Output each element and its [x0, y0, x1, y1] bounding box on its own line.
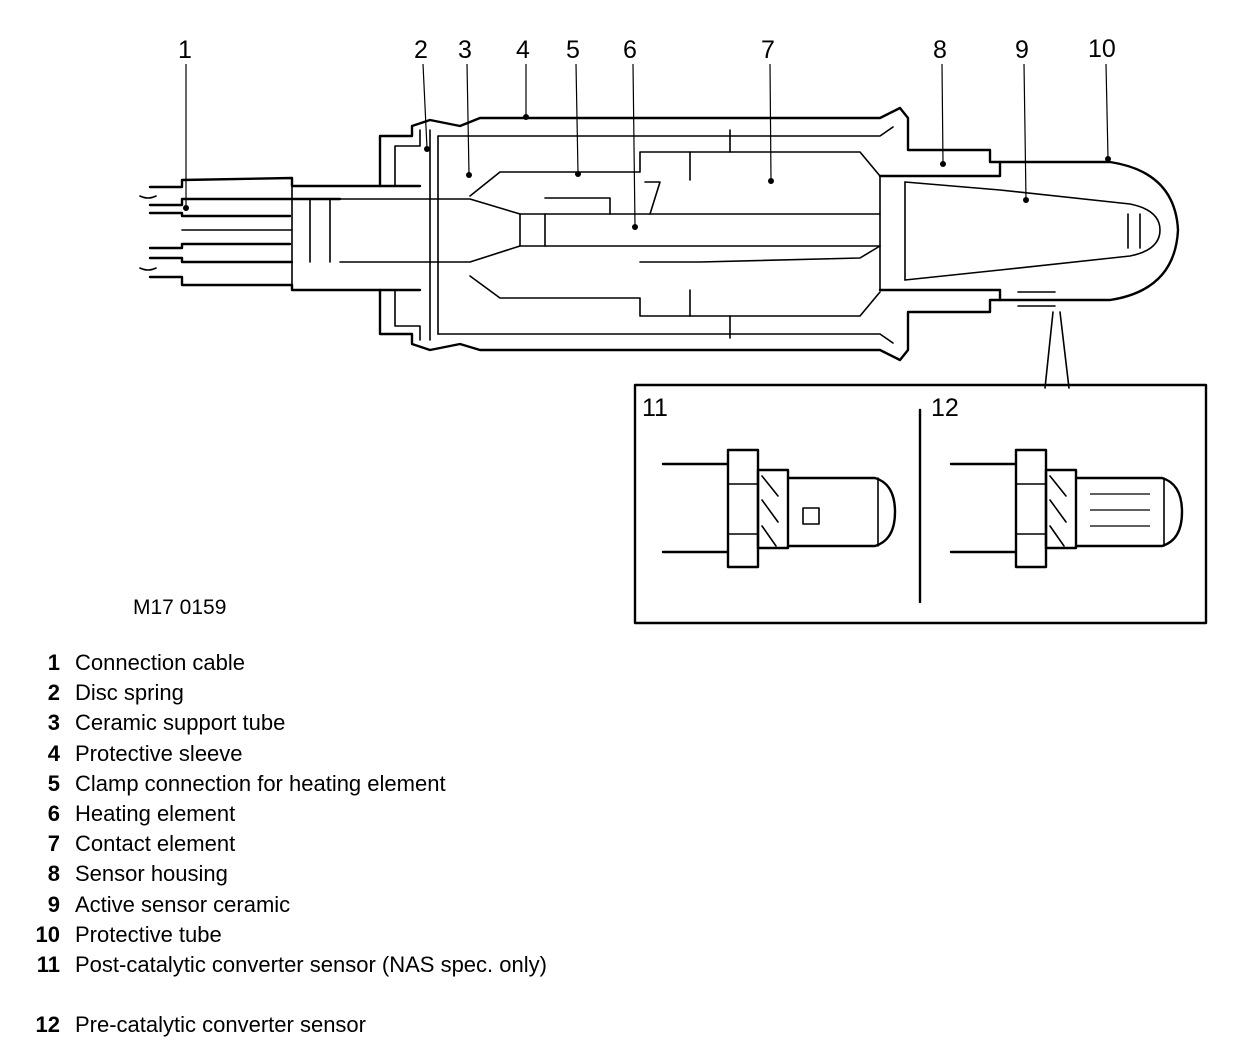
- callout-1: 1: [178, 36, 192, 64]
- post-cat-sensor-drawing: [661, 448, 897, 569]
- callout-10: 10: [1088, 35, 1116, 63]
- callout-labels: 1 2 3 4 5 6 7 8 9 10: [178, 35, 1116, 64]
- sensor-body: [139, 106, 1180, 389]
- sensor-variants-detail: 11 12: [633, 383, 1208, 625]
- callout-11: 11: [642, 394, 668, 422]
- figure-reference: M17 0159: [133, 596, 226, 619]
- callout-4: 4: [516, 36, 530, 64]
- callout-5: 5: [566, 36, 580, 64]
- callout-12: 12: [931, 394, 959, 422]
- callout-2: 2: [414, 36, 428, 64]
- callout-7: 7: [761, 36, 775, 64]
- callout-3: 3: [458, 36, 472, 64]
- callout-8: 8: [933, 36, 947, 64]
- pre-cat-sensor-drawing: [949, 448, 1184, 569]
- leader-lines: [183, 63, 1111, 230]
- callout-9: 9: [1015, 36, 1029, 64]
- callout-6: 6: [623, 36, 637, 64]
